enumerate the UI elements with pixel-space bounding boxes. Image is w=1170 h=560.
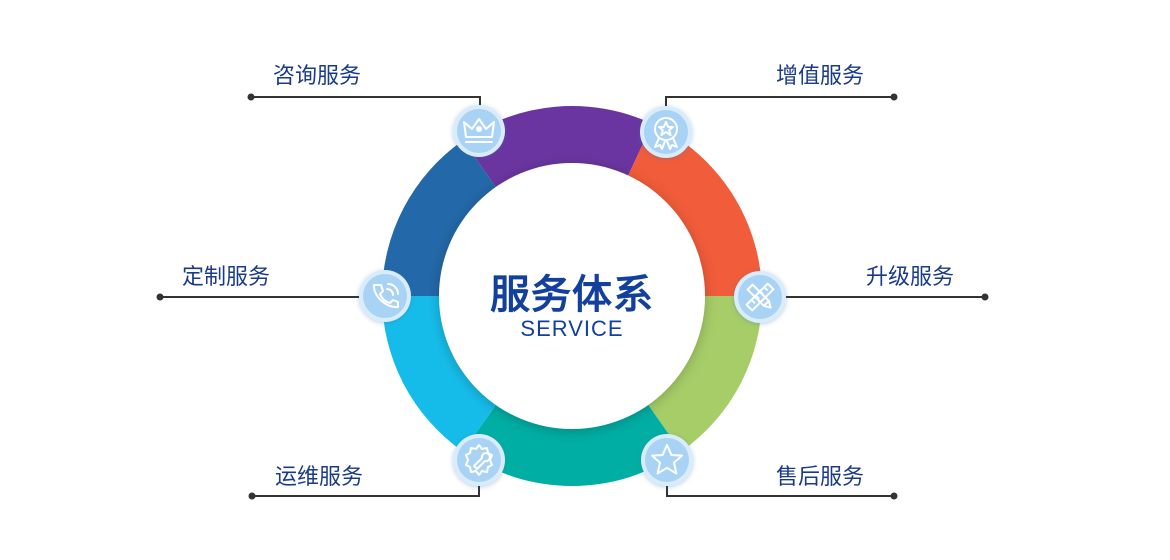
segment-custom <box>382 140 498 296</box>
label-custom-service: 定制服务 <box>182 265 271 290</box>
endpoint-value-added <box>890 93 898 101</box>
segment-value-added <box>626 123 762 297</box>
crown-icon <box>463 118 495 143</box>
pencil-ruler-icon <box>745 282 775 312</box>
label-consulting-service: 咨询服务 <box>273 64 362 89</box>
star-icon <box>651 444 683 475</box>
phone-icon <box>372 283 399 309</box>
service-ring <box>382 106 762 487</box>
badge-upgrade <box>734 271 786 323</box>
connector-value-added <box>665 96 894 110</box>
label-value-added-service: 增值服务 <box>776 64 865 89</box>
label-operations-service: 运维服务 <box>275 465 364 490</box>
label-after-sales-service: 售后服务 <box>776 465 865 490</box>
badge-custom <box>359 270 411 322</box>
segment-after-sales <box>463 402 681 487</box>
endpoint-operations <box>248 492 256 500</box>
connector-endpoints <box>156 93 989 500</box>
endpoint-after-sales <box>890 492 898 500</box>
badge-after-sales <box>641 434 693 486</box>
endpoint-custom <box>156 293 164 301</box>
label-upgrade-service: 升级服务 <box>866 265 955 290</box>
center-title: 服务体系 <box>490 272 654 318</box>
center-disc <box>439 163 705 429</box>
endpoint-upgrade <box>981 293 989 301</box>
award-badge-icon <box>654 117 678 150</box>
connector-consulting <box>251 96 481 110</box>
center-subtitle: SERVICE <box>520 316 624 341</box>
endpoint-consulting <box>247 93 255 101</box>
segment-upgrade <box>646 296 762 452</box>
segment-operations <box>382 296 498 452</box>
gear-wrench-icon <box>465 444 493 476</box>
